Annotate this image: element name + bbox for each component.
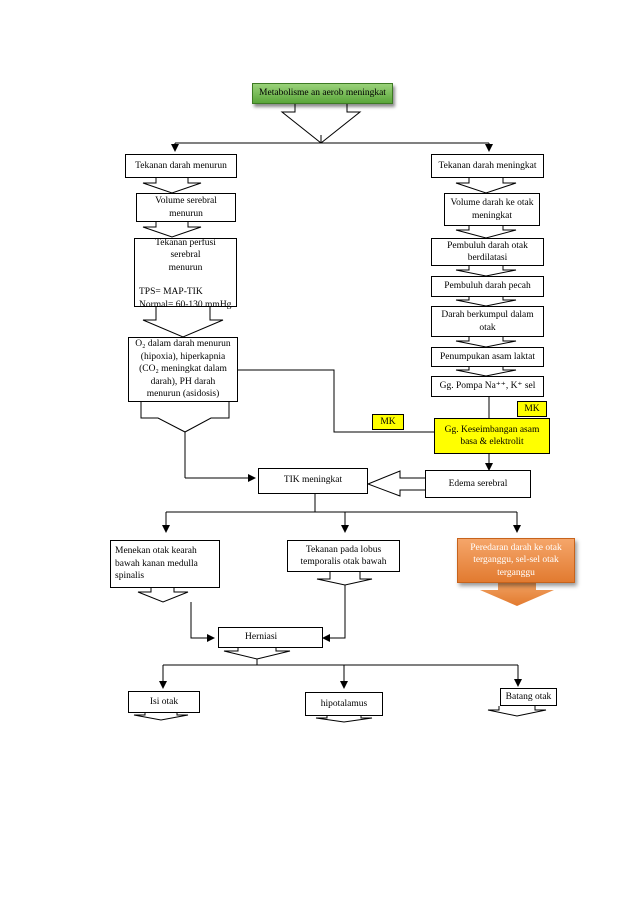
label: Pembuluh darah pecah bbox=[444, 281, 531, 292]
label: Tekanan darah menurun bbox=[135, 160, 227, 171]
label: MK bbox=[524, 404, 540, 414]
label: Menekan otak kearah bawah kanan medulla … bbox=[115, 546, 198, 582]
arrow-lobus bbox=[316, 572, 373, 586]
arrow-left-1 bbox=[142, 178, 202, 194]
arrow-right-3 bbox=[455, 266, 517, 277]
label: Isi otak bbox=[149, 696, 179, 707]
node-tekanan-lobus: Tekanan pada lobus temporalis otak bawah bbox=[287, 540, 400, 572]
mk-badge-middle: MK bbox=[372, 414, 404, 430]
label: MK bbox=[380, 417, 396, 427]
arrow-right-6 bbox=[455, 367, 517, 377]
tps-formula: TPS= MAP-TIK Normal= 60-130 mmHg bbox=[139, 287, 232, 310]
node-peredaran-darah: Peredaran darah ke otak terganggu, sel-s… bbox=[457, 538, 575, 583]
arrow-right-2 bbox=[455, 226, 517, 239]
label: Penumpukan asam laktat bbox=[440, 351, 535, 362]
label: Edema serebral bbox=[448, 478, 508, 489]
node-perfusi-serebral: Tekanan perfusi serebral menurun TPS= MA… bbox=[134, 237, 237, 310]
label: Volume darah ke otak meningkat bbox=[450, 198, 534, 221]
label: Peredaran darah ke otak terganggu, sel-s… bbox=[470, 542, 562, 578]
label: Herniasi bbox=[245, 632, 278, 643]
node-o2-menurun: O₂ dalam darah menurun (hipoxia), hiperk… bbox=[128, 337, 238, 402]
node-menekan-otak: Menekan otak kearah bawah kanan medulla … bbox=[110, 540, 220, 588]
arrow-peredaran bbox=[480, 583, 554, 606]
label: Tekanan darah meningkat bbox=[438, 160, 537, 171]
arrow-batang-otak bbox=[487, 706, 547, 717]
label: Pembuluh darah otak berdilatasi bbox=[447, 240, 528, 264]
node-pembuluh-pecah: Pembuluh darah pecah bbox=[431, 276, 544, 297]
title-text: Metabolisme an aerob meningkat bbox=[259, 88, 386, 99]
node-tekanan-menurun: Tekanan darah menurun bbox=[125, 154, 237, 178]
label: Tekanan perfusi serebral menurun bbox=[155, 237, 216, 273]
arrow-hipotalamus bbox=[315, 716, 373, 723]
arrow-left-4 bbox=[140, 402, 230, 433]
node-isi-otak: Isi otak bbox=[128, 691, 200, 713]
label: Gg. Pompa Na⁺⁺, K⁺ sel bbox=[439, 381, 536, 392]
node-batang-otak: Batang otak bbox=[500, 688, 557, 706]
label: hipotalamus bbox=[320, 698, 368, 709]
label: Darah berkumpul dalam otak bbox=[441, 310, 534, 333]
label: Gg. Keseimbangan asam basa & elektrolit bbox=[444, 424, 540, 448]
node-tekanan-meningkat: Tekanan darah meningkat bbox=[431, 154, 544, 178]
label: TIK meningkat bbox=[283, 475, 343, 485]
arrow-right-5 bbox=[455, 337, 517, 348]
node-pompa: Gg. Pompa Na⁺⁺, K⁺ sel bbox=[431, 376, 544, 397]
node-volume-serebral: Volume serebral menurun bbox=[136, 193, 236, 222]
label: Tekanan pada lobus temporalis otak bawah bbox=[300, 544, 387, 568]
node-hipotalamus: hipotalamus bbox=[305, 692, 383, 716]
arrow-right-4 bbox=[455, 297, 517, 307]
arrow-left-2 bbox=[142, 222, 202, 238]
node-asam-laktat: Penumpukan asam laktat bbox=[431, 347, 544, 367]
arrow-right-1 bbox=[455, 178, 517, 194]
label: O₂ dalam darah menurun (hipoxia), hiperk… bbox=[135, 339, 231, 400]
label: Volume serebral menurun bbox=[155, 196, 217, 219]
mk-badge-right: MK bbox=[517, 401, 547, 417]
arrow-menekan bbox=[137, 588, 189, 603]
label: Batang otak bbox=[505, 691, 552, 702]
node-darah-berkumpul: Darah berkumpul dalam otak bbox=[431, 306, 544, 337]
arrow-edema-to-tik bbox=[366, 470, 425, 497]
node-tik-meningkat: TIK meningkat bbox=[258, 468, 368, 494]
arrow-left-3 bbox=[142, 307, 224, 338]
arrow-isi-otak bbox=[133, 713, 189, 721]
node-pembuluh-dilatasi: Pembuluh darah otak berdilatasi bbox=[431, 238, 544, 266]
arrow-herniasi bbox=[223, 648, 291, 660]
node-edema: Edema serebral bbox=[425, 470, 531, 498]
title-box: Metabolisme an aerob meningkat bbox=[252, 83, 393, 104]
node-volume-otak: Volume darah ke otak meningkat bbox=[444, 193, 540, 226]
node-keseimbangan: Gg. Keseimbangan asam basa & elektrolit bbox=[434, 418, 550, 454]
node-herniasi: Herniasi bbox=[218, 627, 323, 648]
